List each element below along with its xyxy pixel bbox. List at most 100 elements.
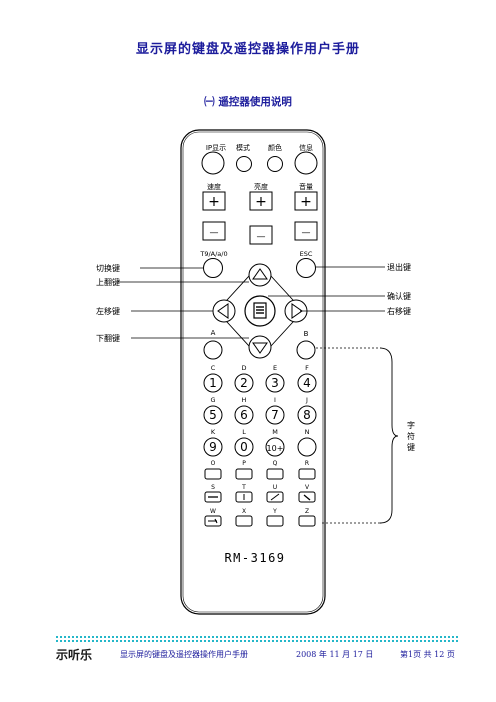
letter-key[interactable] [298,468,316,480]
digit-key[interactable] [297,373,317,393]
key-letter-label: H [242,396,247,404]
brightness-minus-button[interactable] [249,225,273,245]
letter-key[interactable] [266,515,284,527]
enter-icon [208,518,218,524]
speed-plus-glyph: + [208,194,220,210]
brightness-plus-button[interactable] [249,191,273,211]
volume-minus-button[interactable] [294,221,318,241]
digit-label: 2 [240,376,248,390]
label-esc: ESC [300,250,313,258]
key-letter-label: W [210,508,216,515]
digit-key[interactable] [297,437,317,457]
digit-key[interactable] [234,373,254,393]
label-ip-display: IP显示 [206,144,226,152]
key-letter-label: P [242,460,246,467]
digit-key[interactable] [203,437,223,457]
key-letter-label: I [274,396,276,404]
digit-key[interactable] [234,405,254,425]
digit-key[interactable] [265,437,285,457]
digit-key[interactable] [297,405,317,425]
footer-doc-name: 显示屏的键盘及遥控器操作用户手册 [120,650,248,659]
letter-key[interactable] [235,468,253,480]
right-arrow-icon [291,303,303,319]
brightness-plus-glyph: + [255,194,267,210]
key-letter-label: U [273,484,277,491]
digit-label: 7 [271,408,279,422]
left-arrow-icon [217,303,229,319]
callout-page-down-key: 下翻键 [96,333,120,343]
key-letter-label: X [242,508,246,515]
digit-key[interactable] [203,405,223,425]
key-letter-label: N [305,428,310,436]
key-letter-label: T [241,484,246,491]
brightness-minus-glyph: — [257,232,266,242]
key-letter-label: O [211,460,216,467]
letter-key[interactable] [204,468,222,480]
footer-divider-2 [56,640,458,642]
volume-plus-glyph: + [300,194,312,210]
callout-right-move-key: 右移键 [387,306,411,316]
mode-button[interactable] [236,156,252,172]
key-letter-label: G [210,396,215,404]
document-title: 显示屏的键盘及遥控器操作用户手册 [135,42,360,57]
label-b: B [304,330,309,338]
digit-label: 10+ [267,444,284,453]
callout-char-key: 字符键 [407,420,415,452]
callout-exit-key: 退出键 [387,262,411,272]
down-arrow-icon [252,342,268,354]
key-letter-label: F [305,364,309,372]
dpad [212,263,308,359]
digit-label: 3 [271,376,279,390]
ip-display-button[interactable] [201,151,225,175]
letter-key[interactable] [266,468,284,480]
label-mode: 模式 [236,143,250,152]
a-button[interactable] [203,340,223,360]
label-a: A [211,329,216,337]
digit-key[interactable] [234,437,254,457]
digit-label: 0 [240,440,248,454]
section-title: ㈠ 遥控器使用说明 [204,96,292,108]
backslash-icon [303,494,311,501]
up-arrow-icon [252,268,268,280]
callout-confirm-key: 确认键 [387,291,411,301]
speed-minus-button[interactable] [202,221,226,241]
speed-plus-button[interactable] [202,191,226,211]
info-button[interactable] [294,151,318,175]
callout-page-up-key: 上翻键 [96,277,120,287]
slash-icon [270,493,280,501]
footer-divider [56,636,458,638]
esc-button[interactable] [296,258,316,278]
volume-minus-glyph: — [302,228,311,238]
digit-key[interactable] [265,405,285,425]
letter-key[interactable] [235,515,253,527]
b-button[interactable] [296,340,316,360]
key-letter-label: S [211,484,215,491]
label-speed: 速度 [207,182,221,191]
digit-key[interactable] [203,373,223,393]
label-info: 信息 [299,143,313,152]
digit-label: 8 [303,408,311,422]
char-key-bracket [379,347,399,524]
label-brightness: 亮度 [254,182,268,191]
key-letter-label: V [305,484,310,491]
label-volume: 音量 [299,182,313,191]
digit-label: 1 [209,376,217,390]
digit-label: 4 [303,376,311,390]
letter-key[interactable] [298,515,316,527]
digit-key[interactable] [265,373,285,393]
switch-button[interactable] [203,258,223,278]
key-letter-label: Y [272,508,277,515]
callout-left-move-key: 左移键 [96,306,120,316]
key-letter-label: R [305,460,309,467]
key-letter-label: C [211,364,216,372]
digit-label: 5 [209,408,217,422]
key-letter-label: Q [273,460,278,467]
speed-minus-glyph: — [210,228,219,238]
callout-switch-key: 切换键 [96,263,120,273]
color-button[interactable] [267,156,283,172]
volume-plus-button[interactable] [294,191,318,211]
label-t9: T9/A/a/0 [199,250,227,258]
key-letter-label: J [305,396,308,404]
